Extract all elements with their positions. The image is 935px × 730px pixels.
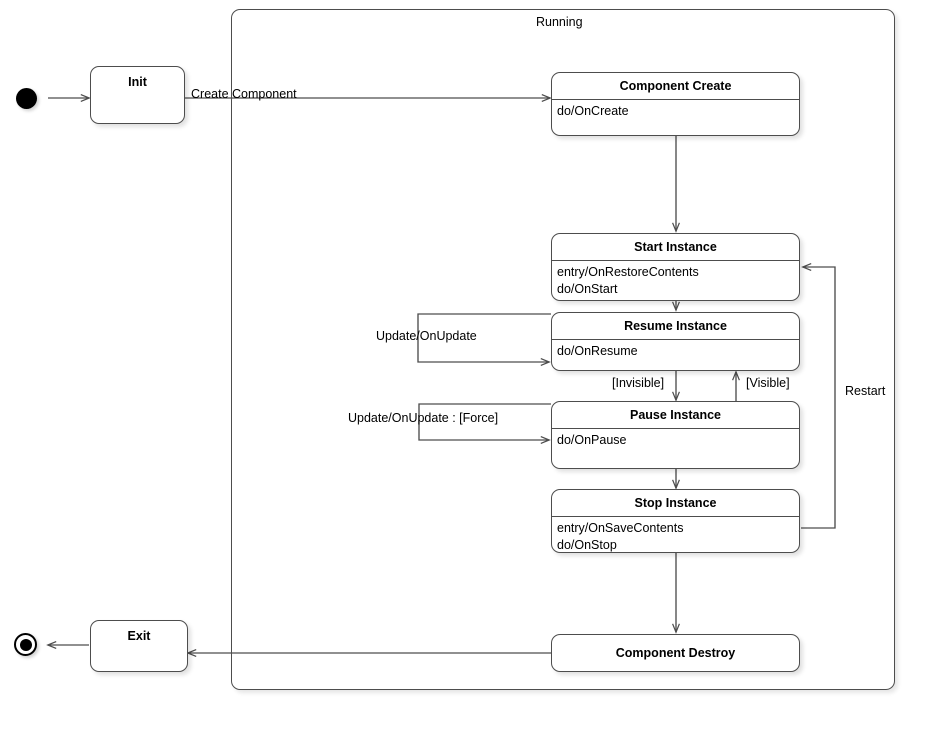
transition-label-pause-update-force: Update/OnUpdate : [Force]: [348, 411, 499, 425]
state-pause-instance[interactable]: Pause Instance do/OnPause: [551, 401, 800, 469]
state-exit[interactable]: Exit: [90, 620, 188, 672]
state-component-destroy[interactable]: Component Destroy: [551, 634, 800, 672]
transition-label-visible: [Visible]: [746, 376, 790, 390]
state-component-create[interactable]: Component Create do/OnCreate: [551, 72, 800, 136]
state-start-instance[interactable]: Start Instance entry/OnRestoreContents d…: [551, 233, 800, 301]
composite-state-running[interactable]: [231, 9, 895, 690]
transition-label-invisible: [Invisible]: [612, 376, 665, 390]
state-pause-instance-label: Pause Instance: [552, 402, 799, 429]
transition-label-create-component: Create Component: [191, 87, 297, 101]
transition-label-restart: Restart: [845, 384, 886, 398]
state-stop-instance-label: Stop Instance: [552, 490, 799, 517]
wire-pause-self-update-force: [418, 403, 551, 444]
state-resume-instance-activities: do/OnResume: [557, 343, 638, 358]
state-exit-label: Exit: [127, 629, 151, 643]
state-component-destroy-label: Component Destroy: [615, 645, 736, 660]
state-stop-instance-activities: entry/OnSaveContents do/OnStop: [557, 520, 684, 552]
state-start-instance-label: Start Instance: [552, 234, 799, 261]
state-resume-instance-label: Resume Instance: [552, 313, 799, 340]
state-component-create-label: Component Create: [552, 73, 799, 100]
state-resume-instance[interactable]: Resume Instance do/OnResume: [551, 312, 800, 371]
state-pause-instance-activities: do/OnPause: [557, 432, 627, 447]
composite-state-running-label: Running: [536, 15, 583, 29]
state-init-label: Init: [128, 75, 147, 89]
state-component-create-activities: do/OnCreate: [557, 103, 629, 118]
wire-stop-to-start-restart: [801, 263, 836, 529]
state-init[interactable]: Init: [90, 66, 185, 124]
state-stop-instance[interactable]: Stop Instance entry/OnSaveContents do/On…: [551, 489, 800, 553]
initial-state-node[interactable]: [16, 88, 37, 109]
state-start-instance-activities: entry/OnRestoreContents do/OnStart: [557, 264, 699, 296]
transition-label-resume-update: Update/OnUpdate: [376, 329, 477, 343]
wire-resume-self-update: [417, 313, 551, 366]
final-state-node[interactable]: [14, 633, 37, 656]
